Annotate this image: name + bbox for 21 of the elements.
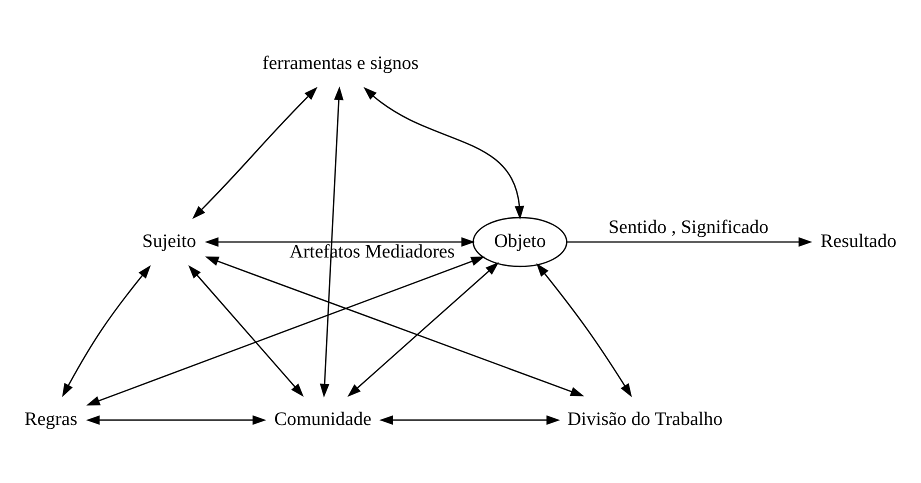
arrow [347, 262, 499, 396]
node-text: Divisão do Trabalho [567, 408, 723, 430]
arrow [320, 86, 344, 398]
node-text: Comunidade [274, 408, 372, 430]
node-ellipse: Objeto [472, 216, 568, 267]
node-text: Regras [24, 408, 78, 430]
node-text: Resultado [820, 230, 897, 252]
arrow [86, 256, 485, 406]
arrow [62, 264, 151, 397]
arrow [86, 414, 266, 424]
arrow [192, 86, 318, 218]
edge-label: Sentido , Significado [608, 216, 769, 238]
node-text: ferramentas e signos [262, 52, 419, 74]
arrow [363, 86, 524, 220]
node-text: Sujeito [142, 230, 196, 252]
arrow [379, 414, 560, 424]
arrow [536, 262, 632, 397]
arrow [205, 256, 584, 396]
arrow [204, 236, 475, 246]
arrow [567, 236, 812, 246]
arrow [188, 264, 304, 396]
